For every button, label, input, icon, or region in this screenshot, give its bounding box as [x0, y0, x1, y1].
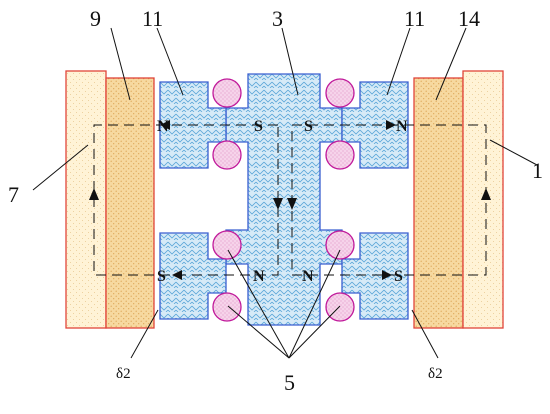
coil-bottom-left-lower: [212, 292, 242, 322]
flux-arrow-core-right: [287, 198, 297, 210]
flux-path-left: [93, 124, 279, 276]
flux-path-right: [291, 124, 487, 276]
ref-label-11-left: 11: [142, 6, 163, 31]
flux-arrow-core-left: [273, 198, 283, 210]
pole-label-bottom-right-s: S: [394, 268, 403, 285]
leader-5-d: [288, 305, 341, 359]
coil-top-right-upper: [325, 78, 355, 108]
pole-piece-bottom-right: [341, 232, 409, 320]
coil-bottom-left-upper: [212, 230, 242, 260]
ref-label-14: 14: [458, 6, 480, 31]
flux-arrow-bottom-right: [382, 270, 392, 280]
leader-5-c: [288, 249, 341, 359]
ref-label-7: 7: [8, 182, 19, 207]
flux-arrow-top-right: [386, 120, 396, 130]
left-outer-plate: [65, 70, 107, 329]
pole-label-bottom-left-s: S: [157, 268, 166, 285]
ref-label-9: 9: [90, 6, 101, 31]
pole-label-top-right-n: N: [396, 118, 408, 135]
flux-arrow-left-plate: [89, 188, 99, 200]
pole-label-bottom-left-n: N: [253, 268, 265, 285]
central-core: [225, 73, 343, 326]
right-inner-plate: [413, 77, 464, 329]
coil-bottom-right-lower: [325, 292, 355, 322]
flux-arrow-top-left: [160, 120, 170, 130]
leader-3: [281, 27, 299, 96]
pole-label-bottom-right-n: N: [302, 268, 314, 285]
coil-bottom-right-upper: [325, 230, 355, 260]
leader-11-right: [386, 27, 411, 96]
leader-delta-right: [411, 309, 439, 359]
leader-9: [110, 27, 131, 101]
coil-top-left-upper: [212, 78, 242, 108]
ref-label-3: 3: [272, 6, 283, 31]
ref-label-11-right: 11: [404, 6, 425, 31]
leader-1: [489, 139, 538, 166]
gap-label-left: δ2: [116, 366, 131, 382]
flux-arrow-right-plate: [481, 188, 491, 200]
leader-7: [32, 144, 89, 191]
leader-11-left: [156, 27, 184, 96]
leader-5-a: [227, 249, 290, 359]
pole-label-top-right-s: S: [304, 118, 313, 135]
ref-label-1: 1: [532, 158, 543, 183]
pole-label-top-left-n: N: [157, 118, 169, 135]
gap-label-right: δ2: [428, 366, 443, 382]
pole-label-top-left-s: S: [254, 118, 263, 135]
flux-arrow-bottom-left: [172, 270, 182, 280]
left-inner-plate: [105, 77, 155, 329]
coil-top-left-lower: [212, 140, 242, 170]
leader-14: [435, 27, 467, 101]
leader-delta-left: [130, 309, 159, 359]
coil-top-right-lower: [325, 140, 355, 170]
ref-label-5: 5: [284, 370, 295, 395]
leader-5-b: [227, 305, 290, 359]
